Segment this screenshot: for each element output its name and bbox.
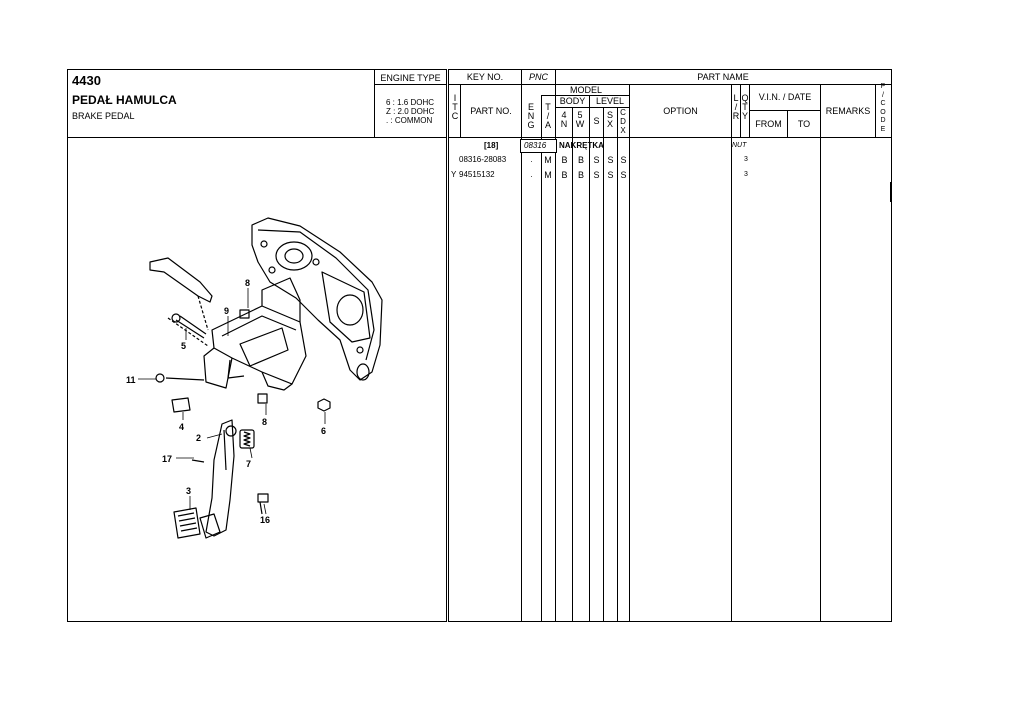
level-cdx-cell: S [620,155,627,165]
engine-type-line: . : COMMON [386,116,433,125]
engine-type-line: 6 : 1.6 DOHC [386,98,435,107]
group-part-name-en: NUT [732,142,747,149]
diagram-panel [67,69,447,622]
body-header: BODY [559,96,586,106]
level-header: LEVEL [595,96,625,106]
to-header: TO [797,119,811,129]
level-s-cell: S [593,155,600,165]
engine-type-header: ENGINE TYPE [380,73,441,83]
level-s-cell: S [593,170,600,180]
parts-table [448,69,892,622]
part-no-cell: 94515132 [459,170,495,179]
group-key-no: [18] [484,141,499,150]
remarks-header: REMARKS [825,106,871,116]
engine-type-line: Z : 2.0 DOHC [386,107,435,116]
level-s-header: S [593,116,600,126]
part-no-header: PART NO. [470,106,512,116]
option-header: OPTION [663,106,698,116]
itc-cell: Y [451,170,457,179]
level-sx-cell: S [607,155,614,165]
ta-cell: M [544,170,552,180]
section-title-english: BRAKE PEDAL [72,111,135,121]
level-cdx-cell: S [620,170,627,180]
body-4n-cell: B [561,170,568,180]
model-header: MODEL [569,85,602,95]
part-name-header: PART NAME [697,72,749,82]
body-4n-cell: B [561,155,568,165]
qty-cell: 3 [744,171,748,178]
pnc-box [520,139,557,153]
ta-header: T/A [544,102,551,130]
part-no-cell: 08316-28083 [459,155,507,164]
eng-cell: . [530,155,533,164]
pnc-header: PNC [528,72,548,82]
lr-header: L/R [732,93,740,121]
body-5w-cell: B [577,170,584,180]
from-header: FROM [755,119,782,129]
level-sx-cell: S [607,170,614,180]
section-title-polish: PEDAŁ HAMULCA [72,93,177,107]
vin-date-header: V.I.N. / DATE [758,92,812,102]
section-code: 4430 [72,73,101,88]
eng-cell: . [530,170,533,179]
group-part-name: NAKRĘTKA [559,141,604,150]
body-5w-cell: B [577,155,584,165]
key-no-header: KEY NO. [466,72,504,82]
group-pnc: 08316 [524,141,547,150]
ta-cell: M [544,155,552,165]
qty-cell: 3 [744,156,748,163]
